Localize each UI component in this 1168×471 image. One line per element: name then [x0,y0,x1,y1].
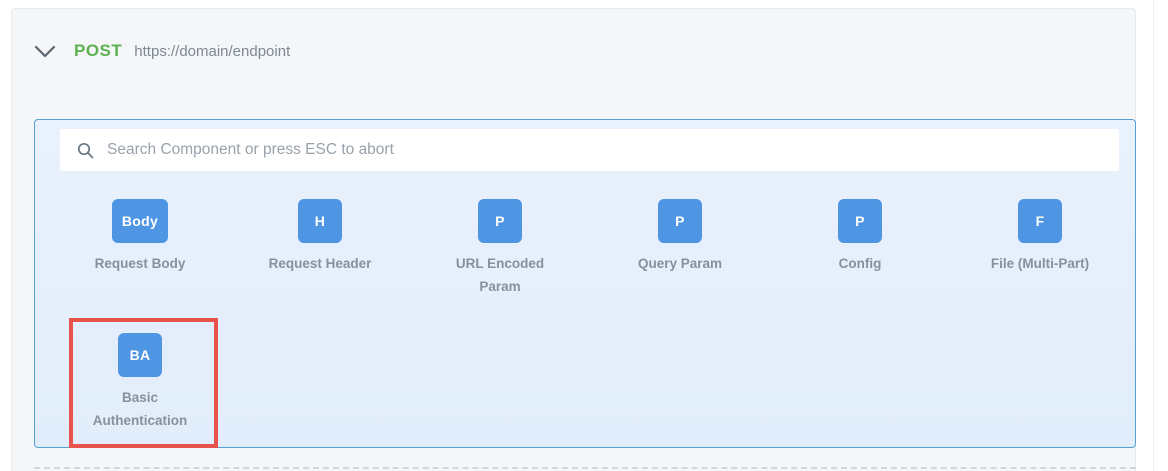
search-icon [77,142,94,158]
component-label: Query Param [637,256,723,271]
component-config[interactable]: P Config [770,199,950,298]
component-search-box[interactable] [60,129,1119,171]
query-param-icon[interactable]: P [658,199,702,243]
search-input[interactable] [107,141,1087,159]
component-picker-panel: Body Request Body H Request Header P URL… [34,119,1136,448]
component-label: Basic Authentication [92,390,188,428]
component-url-encoded-param[interactable]: P URL Encoded Param [410,199,590,298]
component-basic-authentication[interactable]: BA Basic Authentication [50,333,230,432]
basic-authentication-icon[interactable]: BA [118,333,162,377]
component-row-2: BA Basic Authentication [50,333,230,432]
component-request-body[interactable]: Body Request Body [50,199,230,298]
config-icon[interactable]: P [838,199,882,243]
request-url: https://domain/endpoint [134,42,291,60]
request-body-icon[interactable]: Body [111,199,169,243]
component-row-1: Body Request Body H Request Header P URL… [50,199,1130,298]
component-request-header[interactable]: H Request Header [230,199,410,298]
drop-zone-dashed-divider [34,467,1136,469]
request-card: POST https://domain/endpoint Body Reques… [11,8,1136,471]
request-header-icon[interactable]: H [298,199,342,243]
component-label: Request Header [268,256,372,271]
component-label: URL Encoded Param [455,256,545,294]
component-query-param[interactable]: P Query Param [590,199,770,298]
component-label: File (Multi-Part) [990,256,1090,271]
component-label: Request Body [94,256,186,271]
url-encoded-param-icon[interactable]: P [478,199,522,243]
right-edge-divider [1153,0,1154,471]
http-method-label: POST [74,41,123,60]
component-label: Config [838,256,882,271]
file-multipart-icon[interactable]: F [1018,199,1062,243]
component-file-multipart[interactable]: F File (Multi-Part) [950,199,1130,298]
chevron-down-icon[interactable] [34,45,56,58]
request-header: POST https://domain/endpoint [34,39,290,63]
